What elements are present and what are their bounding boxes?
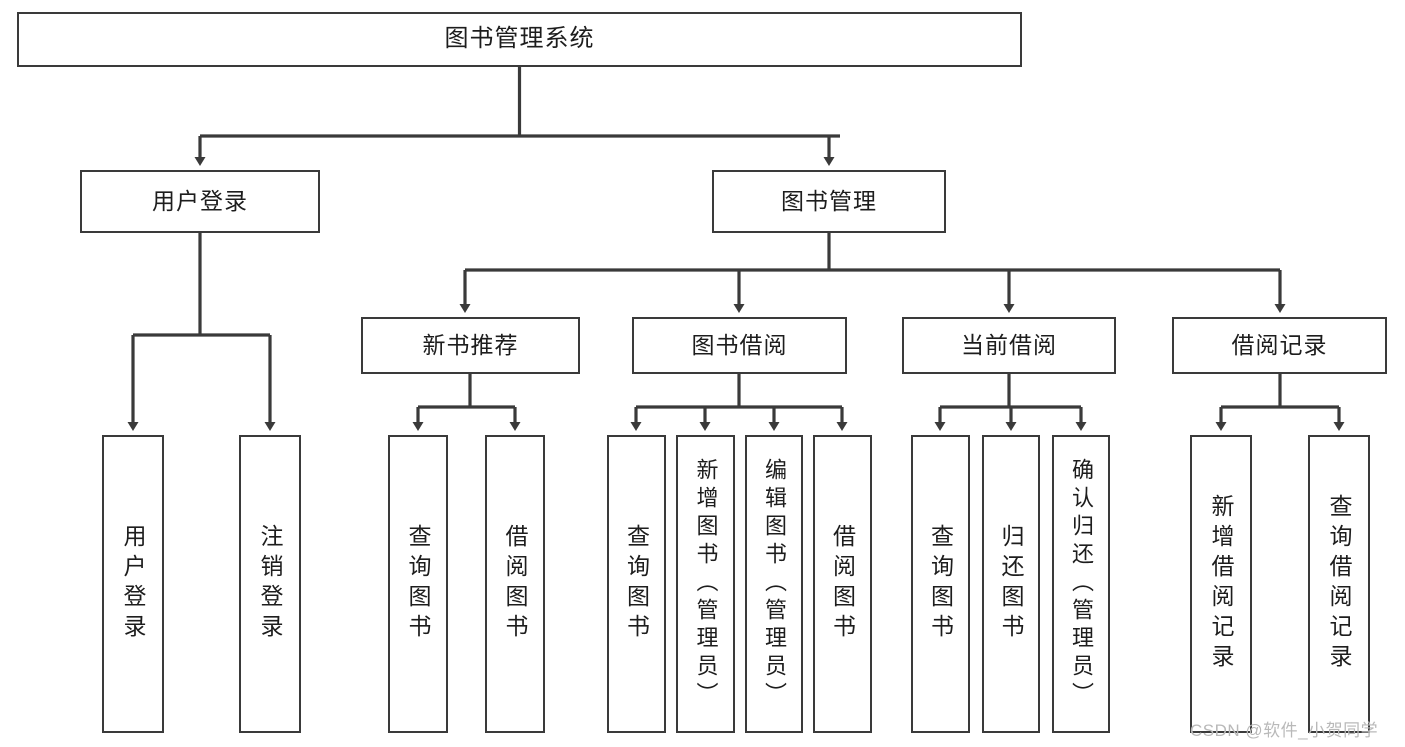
- node-book-borrow[interactable]: 图书借阅: [632, 317, 847, 374]
- leaf-logout[interactable]: 注销登录: [239, 435, 301, 733]
- leaf-query-book-current-label: 查询图书: [927, 524, 954, 644]
- leaf-query-book-current[interactable]: 查询图书: [911, 435, 970, 733]
- leaf-query-borrow-record[interactable]: 查询借阅记录: [1308, 435, 1370, 733]
- leaf-logout-label: 注销登录: [257, 524, 283, 644]
- leaf-confirm-return-admin[interactable]: 确认归还（管理员）: [1052, 435, 1110, 733]
- leaf-borrow-book[interactable]: 借阅图书: [813, 435, 872, 733]
- node-user-login-label: 用户登录: [152, 187, 248, 214]
- leaf-borrow-book-recommend[interactable]: 借阅图书: [485, 435, 545, 733]
- leaf-return-book[interactable]: 归还图书: [982, 435, 1040, 733]
- leaf-add-book-admin-label: 新增图书（管理员）: [693, 458, 719, 710]
- leaf-edit-book-admin[interactable]: 编辑图书（管理员）: [745, 435, 803, 733]
- leaf-query-book-recommend[interactable]: 查询图书: [388, 435, 448, 733]
- csdn-watermark: CSDN @软件_小贺同学: [1190, 721, 1379, 740]
- leaf-query-book-recommend-label: 查询图书: [405, 524, 431, 644]
- node-new-book-recommend-label: 新书推荐: [422, 331, 519, 358]
- leaf-add-borrow-record-label: 新增借阅记录: [1208, 494, 1234, 674]
- leaf-edit-book-admin-label: 编辑图书（管理员）: [762, 458, 787, 710]
- node-user-login[interactable]: 用户登录: [80, 170, 320, 233]
- node-current-borrow-label: 当前借阅: [961, 331, 1057, 358]
- node-root-label: 图书管理系统: [444, 25, 595, 53]
- leaf-user-login[interactable]: 用户登录: [102, 435, 164, 733]
- leaf-borrow-book-label: 借阅图书: [829, 524, 856, 644]
- leaf-add-book-admin[interactable]: 新增图书（管理员）: [676, 435, 735, 733]
- node-book-management-label: 图书管理: [781, 187, 877, 214]
- leaf-return-book-label: 归还图书: [998, 524, 1024, 644]
- leaf-query-book-borrow[interactable]: 查询图书: [607, 435, 666, 733]
- leaf-confirm-return-admin-label: 确认归还（管理员）: [1069, 458, 1094, 710]
- node-new-book-recommend[interactable]: 新书推荐: [361, 317, 580, 374]
- leaf-query-book-borrow-label: 查询图书: [623, 524, 650, 644]
- leaf-user-login-label: 用户登录: [120, 524, 146, 644]
- node-book-borrow-label: 图书借阅: [691, 331, 788, 358]
- node-book-management[interactable]: 图书管理: [712, 170, 946, 233]
- node-root[interactable]: 图书管理系统: [17, 12, 1022, 67]
- leaf-query-borrow-record-label: 查询借阅记录: [1326, 494, 1352, 674]
- leaf-borrow-book-recommend-label: 借阅图书: [502, 524, 528, 644]
- node-borrow-record[interactable]: 借阅记录: [1172, 317, 1387, 374]
- node-current-borrow[interactable]: 当前借阅: [902, 317, 1116, 374]
- node-borrow-record-label: 借阅记录: [1231, 331, 1328, 358]
- leaf-add-borrow-record[interactable]: 新增借阅记录: [1190, 435, 1252, 733]
